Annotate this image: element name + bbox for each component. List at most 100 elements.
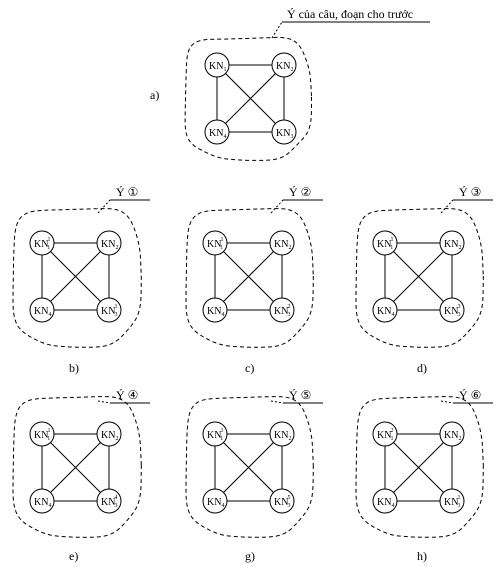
panel-b-label: b) (69, 361, 79, 375)
panel-c-node-kn3-circle (269, 297, 295, 323)
panel-c-leader (270, 199, 284, 214)
panel-e-node-kn3-circle (96, 488, 122, 514)
panel-d-label: d) (417, 361, 427, 375)
panel-d-node-kn1-circle (372, 230, 398, 256)
panel-a-node-kn2: KN2 (271, 52, 297, 78)
panel-e-leader (97, 400, 111, 404)
panel-a-node-kn3: KN3 (271, 119, 297, 145)
panel-g-node-kn1-circle (202, 421, 228, 447)
panel-e-idea-title: Ý ④ (116, 388, 138, 402)
panel-a-node-kn3-circle (271, 119, 297, 145)
panel-a-node-kn2-circle (271, 52, 297, 78)
panel-c-edge-6 (214, 242, 283, 311)
panel-c-node-kn2-circle (269, 230, 295, 256)
panel-c-idea-boundary (185, 208, 314, 348)
panel-d-node-kn4-label: KN4 (377, 306, 394, 318)
panel-h-idea-title: Ý ⑥ (459, 388, 481, 402)
panel-e-node-kn4-label: KN4 (34, 497, 51, 509)
panel-b-node-kn4-circle (29, 297, 55, 323)
panel-g-node-kn3-circle (269, 488, 295, 514)
panel-g-node-kn4-circle (202, 488, 228, 514)
panel-b-edge-6 (41, 242, 110, 311)
panel-d-node-kn4-circle (372, 297, 398, 323)
panel-g-node-kn4-label: KN4 (207, 497, 224, 509)
panel-g-edge-6 (214, 433, 283, 502)
panel-d-node-kn2-label: KN2 (444, 239, 461, 251)
panel-e-node-kn4: KN4 (29, 488, 55, 514)
panel-h-node-kn4: KN4 (372, 488, 398, 514)
panel-c-node-kn4-label: KN4 (207, 306, 224, 318)
panel-a-label: a) (150, 88, 159, 102)
panel-g-node-kn2-circle (269, 421, 295, 447)
panel-e-node-kn4-circle (29, 488, 55, 514)
panel-d-node-kn2: KN2 (439, 230, 465, 256)
panel-g-node-kn2: KN2 (269, 421, 295, 447)
panel-h-node-kn2: KN2 (439, 421, 465, 447)
panel-h-idea-boundary (355, 396, 484, 538)
panel-c-node-kn4-circle (202, 297, 228, 323)
panel-g-idea-title: Ý ⑤ (289, 388, 311, 402)
panel-a-node-kn1: KN1 (204, 52, 230, 78)
panel-a-edge-6 (216, 64, 285, 133)
panel-b-node-kn4-label: KN4 (34, 306, 51, 318)
panel-d-edge-6 (384, 242, 453, 311)
panel-a-node-kn3-label: KN3 (276, 128, 293, 140)
panel-a-node-kn4: KN4 (204, 119, 230, 145)
panel-e-node-kn2-circle (96, 421, 122, 447)
panel-b-node-kn4: KN4 (29, 297, 55, 323)
panel-c-node-kn2-label: KN2 (274, 239, 291, 251)
panel-b-node-kn1-circle (29, 230, 55, 256)
panel-d-idea-boundary (355, 208, 484, 348)
panel-c-node-kn1-circle (202, 230, 228, 256)
panel-h-node-kn2-label: KN2 (444, 430, 461, 442)
panel-d-node-kn3-circle (439, 297, 465, 323)
panel-b-node-kn3-circle (96, 297, 122, 323)
panel-c-node-kn2: KN2 (269, 230, 295, 256)
panel-h-node-kn1-circle (372, 421, 398, 447)
panel-g-label: g) (245, 549, 255, 563)
panel-e-node-kn2-label: KN2 (101, 430, 118, 442)
panel-a-node-kn1-label: KN1 (209, 61, 226, 73)
panel-h-leader (440, 400, 454, 404)
panel-e-node-kn2: KN2 (96, 421, 122, 447)
panel-a-leader (271, 21, 283, 39)
panel-b-node-kn2-circle (96, 230, 122, 256)
panel-a-idea-title: Ý của câu, đoạn cho trước (287, 7, 413, 21)
panel-e-idea-boundary (12, 396, 142, 538)
panel-h-node-kn2-circle (439, 421, 465, 447)
panel-a-node-kn4-label: KN4 (209, 128, 226, 140)
panel-d-node-kn2-circle (439, 230, 465, 256)
panel-e-label: e) (69, 549, 78, 563)
panel-a-node-kn1-circle (204, 52, 230, 78)
panel-b-node-kn2: KN2 (96, 230, 122, 256)
panel-d-idea-title: Ý ③ (459, 185, 481, 199)
panel-e-node-kn1-circle (29, 421, 55, 447)
panel-g-node-kn4: KN4 (202, 488, 228, 514)
panel-g-node-kn2-label: KN2 (274, 430, 291, 442)
panel-h-label: h) (417, 549, 427, 563)
